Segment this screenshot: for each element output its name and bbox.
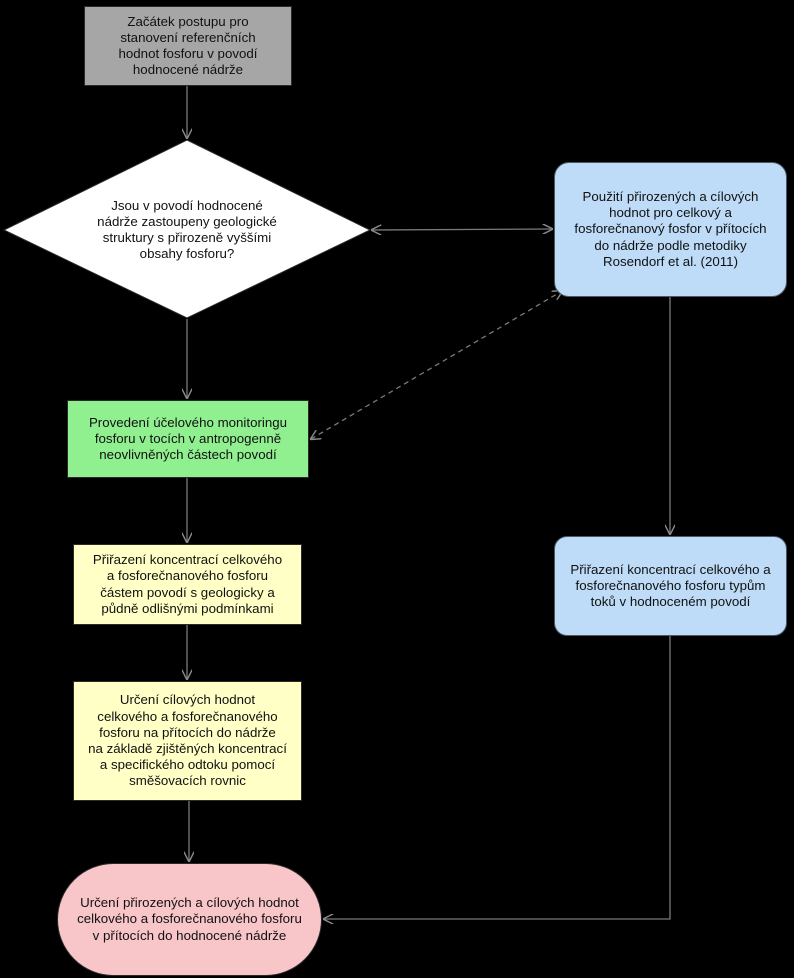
connector-monitoring-to-natural-dashed xyxy=(311,291,562,439)
end-node-label: Určení přirozených a cílových hodnot cel… xyxy=(77,895,302,943)
connector-assign-right-to-end xyxy=(324,636,671,919)
determine-target-values-node: Určení cílových hodnot celkového a fosfo… xyxy=(73,681,302,801)
decision-node-label: Jsou v povodí hodnocené nádrže zastoupen… xyxy=(97,197,277,262)
monitoring-label: Provedení účelového monitoringu fosforu … xyxy=(88,414,288,463)
assign-stream-types-node: Přiřazení koncentrací celkového a fosfor… xyxy=(554,536,787,636)
determine-target-values-label: Určení cílových hodnot celkového a fosfo… xyxy=(88,692,287,789)
start-node-label: Začátek postupu pro stanovení referenční… xyxy=(118,13,258,78)
assign-subcatchments-node: Přiřazení koncentrací celkového a fosfor… xyxy=(73,544,302,625)
assign-subcatchments-label: Přiřazení koncentrací celkového a fosfor… xyxy=(92,552,283,616)
natural-values-label: Použití přirozených a cílových hodnot pr… xyxy=(574,188,767,269)
decision-node: Jsou v povodí hodnocené nádrže zastoupen… xyxy=(84,185,290,275)
monitoring-node: Provedení účelového monitoringu fosforu … xyxy=(67,400,309,478)
end-node: Určení přirozených a cílových hodnot cel… xyxy=(57,863,322,976)
assign-stream-types-label: Přiřazení koncentrací celkového a fosfor… xyxy=(570,561,771,610)
decision-diamond xyxy=(2,139,372,319)
start-node: Začátek postupu pro stanovení referenční… xyxy=(84,6,292,86)
connector-question-to-natural xyxy=(372,229,552,230)
natural-values-node: Použití přirozených a cílových hodnot pr… xyxy=(554,162,787,297)
